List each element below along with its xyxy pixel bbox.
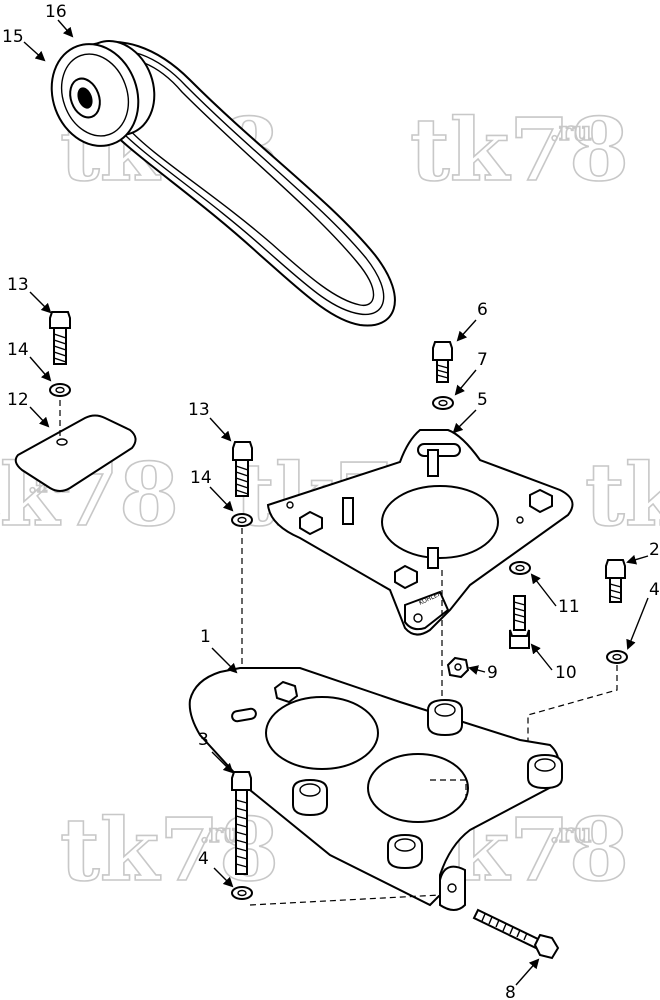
callout-4b: 4 xyxy=(198,849,209,869)
callout-14b: 14 xyxy=(190,468,212,488)
belt xyxy=(77,41,396,327)
callout-11: 11 xyxy=(558,597,580,617)
long-bolt xyxy=(472,908,560,960)
callout-9: 9 xyxy=(487,663,498,683)
callout-4a: 4 xyxy=(649,580,660,600)
callout-13b: 13 xyxy=(188,400,210,420)
pulley xyxy=(50,40,156,147)
callout-14a: 14 xyxy=(7,340,29,360)
callout-2: 2 xyxy=(649,540,660,560)
bolt-10-assembly xyxy=(509,561,531,649)
callout-7: 7 xyxy=(477,350,488,370)
callout-13a: 13 xyxy=(7,275,29,295)
callout-10: 10 xyxy=(555,663,577,683)
callout-8: 8 xyxy=(505,983,516,1000)
watermark-text: tk78 xyxy=(410,100,629,201)
nut-9 xyxy=(441,570,470,700)
bolt-2-assembly xyxy=(527,559,628,760)
bolt-3-assembly xyxy=(231,771,441,906)
upper-bracket: KOHLER xyxy=(266,429,574,636)
callout-3: 3 xyxy=(198,730,209,750)
callout-12: 12 xyxy=(7,390,29,410)
bolt-6-assembly xyxy=(432,341,454,410)
watermark-suffix: .ru xyxy=(550,819,592,849)
watermark-suffix: .ru xyxy=(550,117,592,147)
cover-plate-assembly xyxy=(14,311,137,492)
callout-5: 5 xyxy=(477,390,488,410)
base-plate xyxy=(188,667,563,911)
callout-6: 6 xyxy=(477,300,488,320)
callout-15: 15 xyxy=(2,27,24,47)
callout-16: 16 xyxy=(45,2,67,22)
watermark-text: tk78 xyxy=(585,445,660,546)
callout-1: 1 xyxy=(200,627,211,647)
